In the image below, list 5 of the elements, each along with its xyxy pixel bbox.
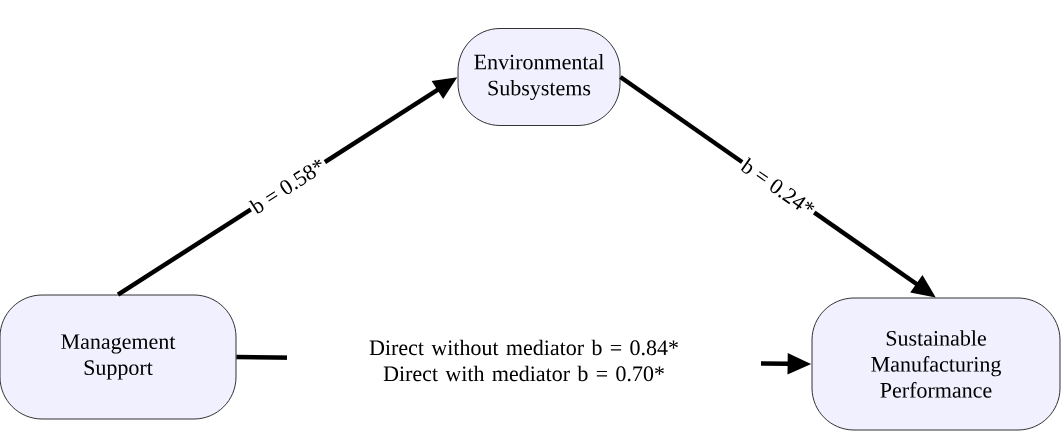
rounded-node: Management Support xyxy=(0,294,237,420)
edge-label: b = 0.58* xyxy=(245,153,331,218)
rounded-node: Environmental Subsystems xyxy=(457,28,621,126)
rounded-node: Sustainable Manufacturing Performance xyxy=(811,297,1061,431)
edge-label: b = 0.24* xyxy=(736,154,820,221)
